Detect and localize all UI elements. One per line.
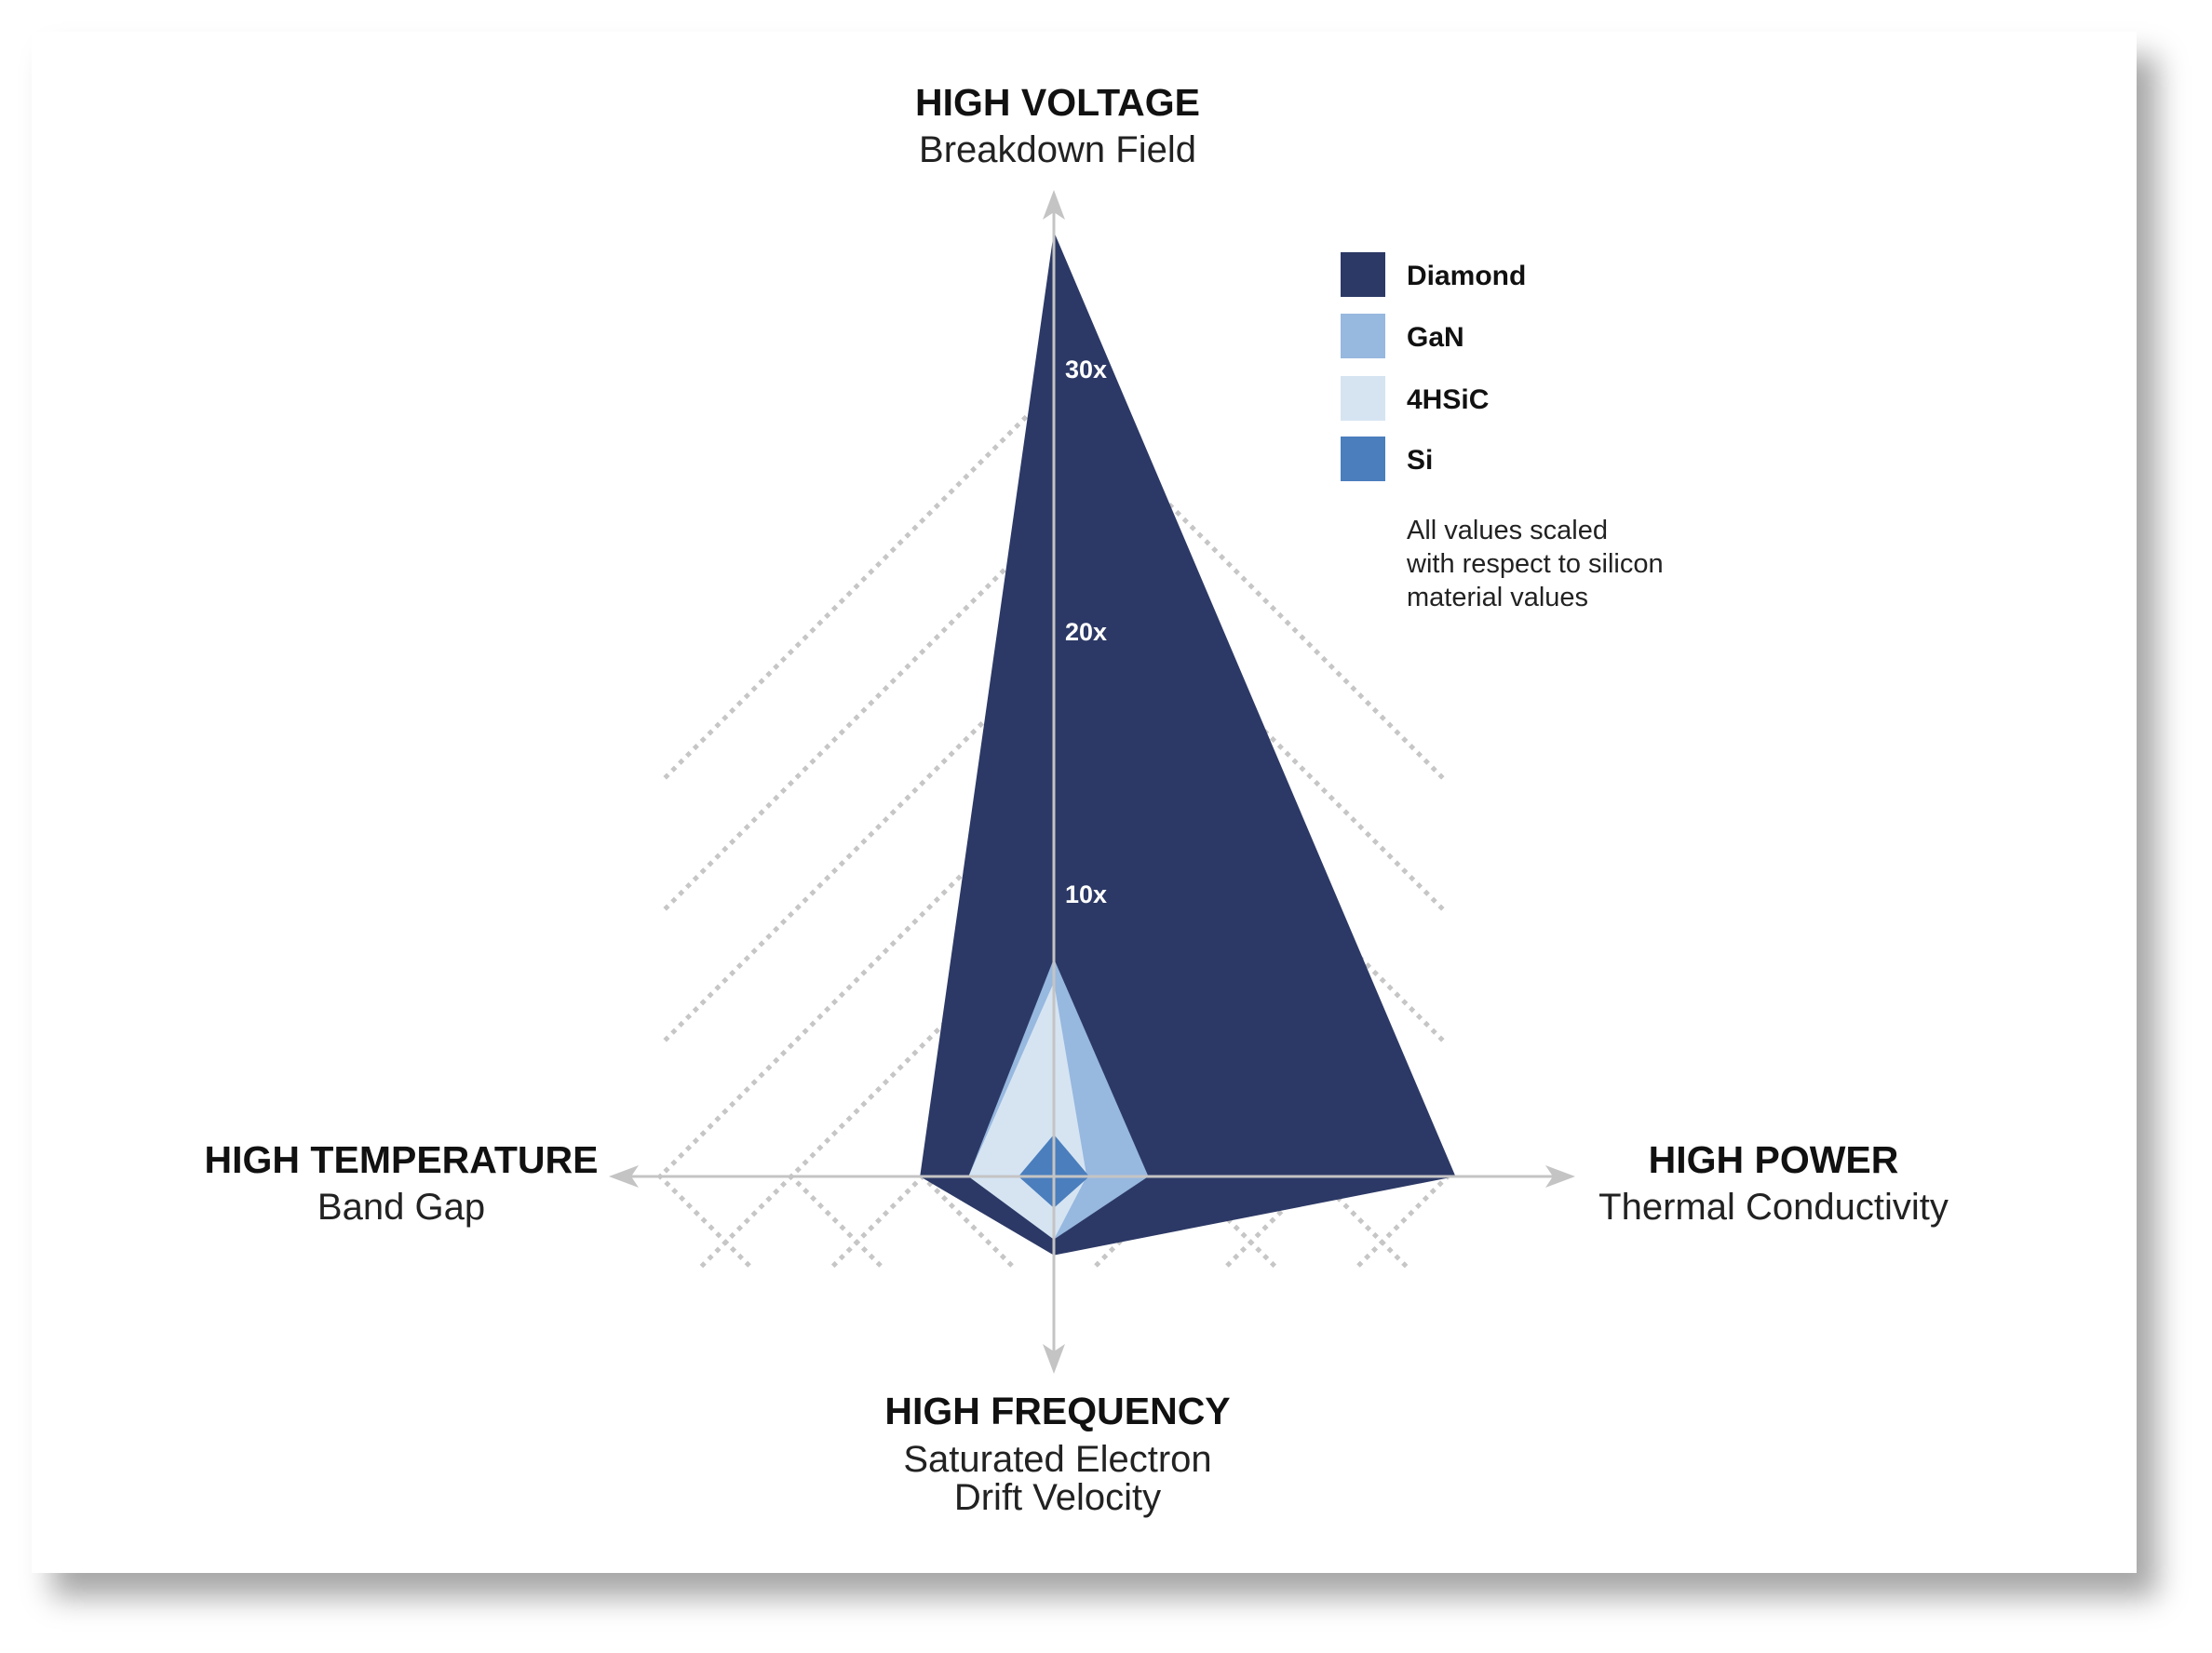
- grid-line: [788, 1173, 887, 1272]
- tick-label: 20x: [1065, 618, 1107, 646]
- axis-title-voltage: HIGH VOLTAGE: [915, 81, 1200, 124]
- axis-labels: HIGH VOLTAGE Breakdown Field HIGH POWER …: [205, 81, 1949, 1518]
- grid-line: [656, 385, 1058, 786]
- legend-note-line-3: material values: [1407, 583, 1588, 612]
- tick-label: 30x: [1065, 356, 1107, 383]
- axis-subtitle-temperature: Band Gap: [317, 1187, 485, 1228]
- arrow-right-icon: [1545, 1165, 1575, 1188]
- legend-swatch-4hsic: [1341, 376, 1385, 421]
- axis-subtitle-power: Thermal Conductivity: [1598, 1187, 1949, 1228]
- tick-labels: 10x 20x 30x: [1065, 356, 1107, 908]
- axis-title-power: HIGH POWER: [1649, 1138, 1899, 1181]
- axes: [609, 190, 1575, 1374]
- grid-line: [656, 1173, 756, 1272]
- legend-label-gan: GaN: [1407, 322, 1464, 353]
- arrow-left-icon: [609, 1165, 639, 1188]
- axis-title-temperature: HIGH TEMPERATURE: [205, 1138, 599, 1181]
- legend-swatch-si: [1341, 437, 1385, 481]
- axis-subtitle-frequency-1: Saturated Electron: [903, 1439, 1211, 1480]
- legend: Diamond GaN 4HSiC Si All values scaled w…: [1341, 252, 1664, 612]
- legend-label-diamond: Diamond: [1407, 261, 1526, 291]
- legend-swatch-diamond: [1341, 252, 1385, 297]
- tick-label: 10x: [1065, 880, 1107, 908]
- grid-line: [656, 517, 1058, 918]
- grid-line: [919, 1173, 1018, 1272]
- axis-subtitle-frequency-2: Drift Velocity: [954, 1477, 1161, 1518]
- axis-title-frequency: HIGH FREQUENCY: [884, 1390, 1230, 1432]
- legend-swatch-gan: [1341, 314, 1385, 358]
- legend-label-si: Si: [1407, 445, 1433, 476]
- grid-line: [1352, 1173, 1451, 1272]
- legend-note-line-1: All values scaled: [1407, 516, 1608, 545]
- legend-note-line-2: with respect to silicon: [1406, 549, 1664, 579]
- arrow-up-icon: [1043, 190, 1065, 220]
- arrow-down-icon: [1043, 1344, 1065, 1374]
- axis-subtitle-voltage: Breakdown Field: [919, 129, 1196, 170]
- legend-label-4hsic: 4HSiC: [1407, 384, 1489, 415]
